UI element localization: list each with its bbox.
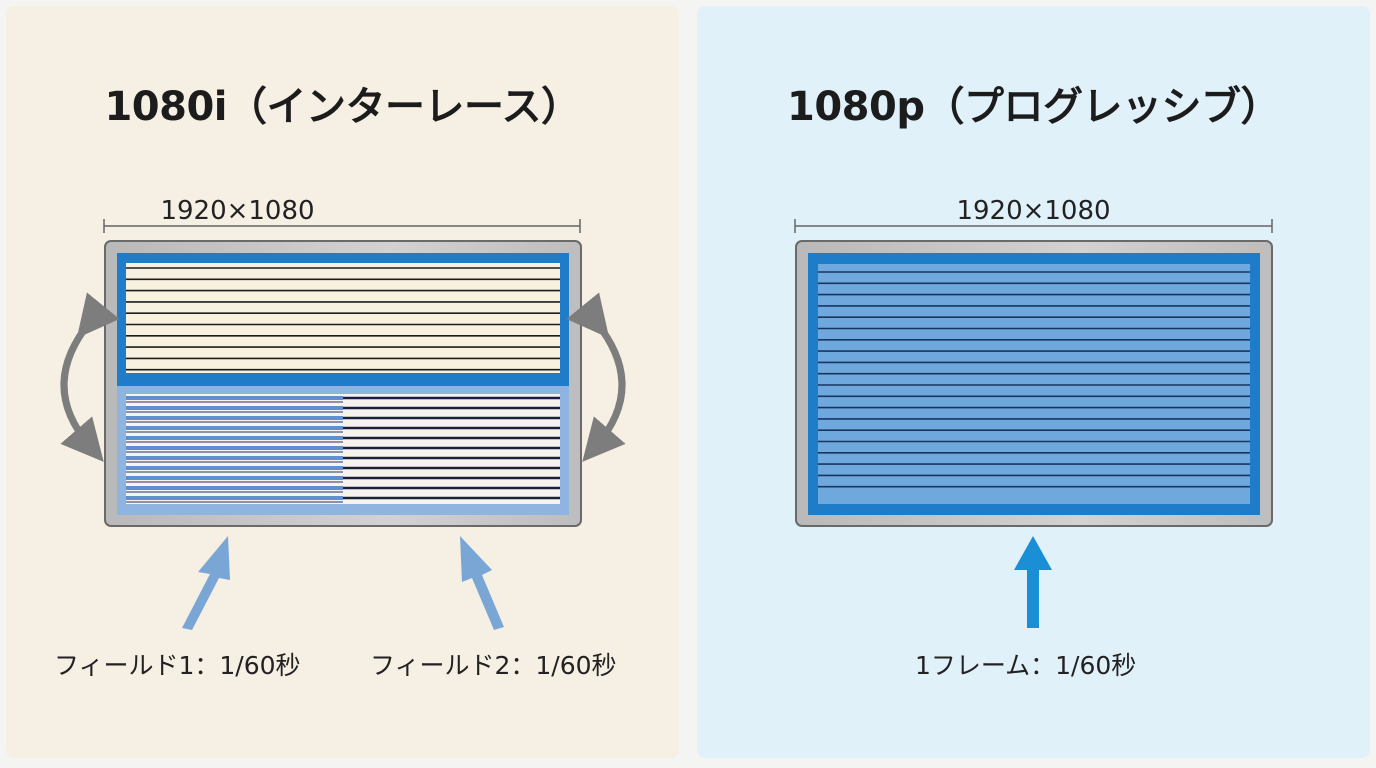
field2-arrow-icon <box>460 536 504 630</box>
progressive-resolution-label: 1920×1080 <box>956 196 1111 226</box>
field2-caption: フィールド2：1/60秒 <box>370 651 617 680</box>
right-swap-arrow-icon <box>566 292 626 462</box>
interlaced-title: 1080i（インターレース） <box>104 84 581 130</box>
interlaced-screen <box>104 240 582 527</box>
field1-caption: フィールド1：1/60秒 <box>54 651 301 680</box>
progressive-title: 1080p（プログレッシブ） <box>787 84 1280 130</box>
field2-scanlines <box>126 396 560 503</box>
field1-arrow-icon <box>182 536 230 630</box>
progressive-screen <box>795 240 1273 527</box>
interlaced-dimension-line <box>103 219 581 233</box>
progressive-dimension-line <box>794 219 1273 233</box>
left-swap-arrow-icon <box>60 292 120 462</box>
progressive-scanlines <box>818 271 1250 488</box>
field1-scanlines <box>126 267 560 371</box>
frame-caption: 1フレーム：1/60秒 <box>915 651 1137 680</box>
frame-arrow-icon <box>1014 536 1052 628</box>
interlaced-resolution-label: 1920×1080 <box>160 196 315 226</box>
